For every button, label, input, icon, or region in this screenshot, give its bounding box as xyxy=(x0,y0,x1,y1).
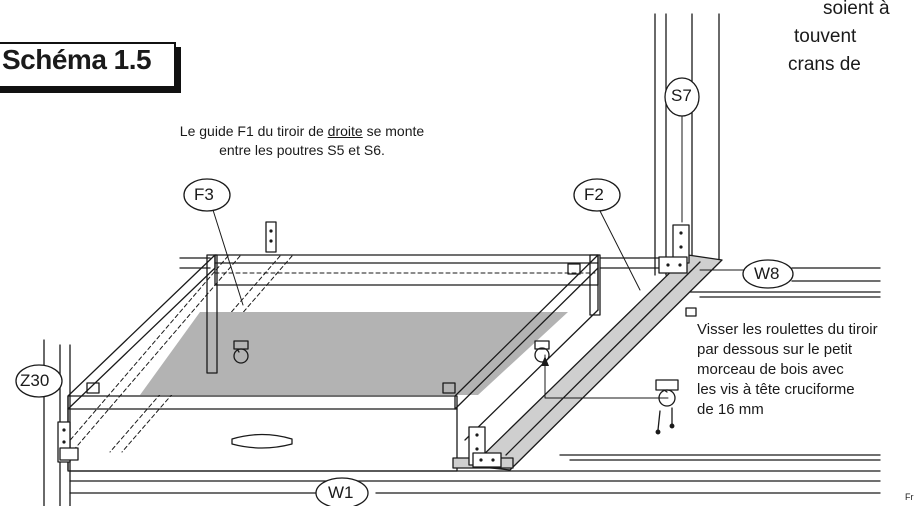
back-rails xyxy=(179,257,881,298)
diagram-title: Schéma 1.5 xyxy=(2,44,152,75)
bracket-holes xyxy=(62,229,683,462)
label-s7: S7 xyxy=(671,86,692,105)
guide-note-suffix: se monte xyxy=(366,123,425,139)
page-marker: Fr xyxy=(905,492,914,502)
side-note-line3: morceau de bois avec xyxy=(697,361,844,378)
roller-center xyxy=(534,340,550,363)
leader-lines xyxy=(212,115,746,399)
label-z30: Z30 xyxy=(20,371,50,390)
title-box xyxy=(0,42,176,88)
label-w8: W8 xyxy=(754,264,780,283)
side-note-line4: les vis à tête cruciforme xyxy=(697,381,855,398)
side-note-line1: Visser les roulettes du tiroir xyxy=(697,321,878,338)
roller-left xyxy=(233,340,249,364)
side-note: Visser les roulettes du tiroir par desso… xyxy=(697,320,878,420)
label-w1: W1 xyxy=(328,483,354,502)
label-f3: F3 xyxy=(194,185,214,204)
label-f2: F2 xyxy=(584,185,604,204)
corner-text-line2: touvent xyxy=(794,26,857,47)
post-s7 xyxy=(654,13,720,276)
floor-rails xyxy=(69,454,881,494)
corner-text-line3: crans de xyxy=(788,54,861,75)
drawer-box xyxy=(67,254,601,472)
guide-note-prefix: Le guide F1 du tiroir de xyxy=(179,123,324,139)
roller-detail xyxy=(655,379,679,435)
drawer-bottom xyxy=(140,312,568,395)
brackets xyxy=(57,221,690,468)
corner-text-line1: soient à xyxy=(823,0,890,19)
side-note-line2: par dessous sur le petit xyxy=(697,341,853,358)
side-note-line5: de 16 mm xyxy=(697,401,764,418)
guide-note-underlined: droite xyxy=(327,123,363,139)
guide-note: Le guide F1 du tiroir de droite se monte… xyxy=(148,122,456,160)
guide-note-line2: entre les poutres S5 et S6. xyxy=(219,142,385,158)
callout-ellipses xyxy=(15,77,794,506)
